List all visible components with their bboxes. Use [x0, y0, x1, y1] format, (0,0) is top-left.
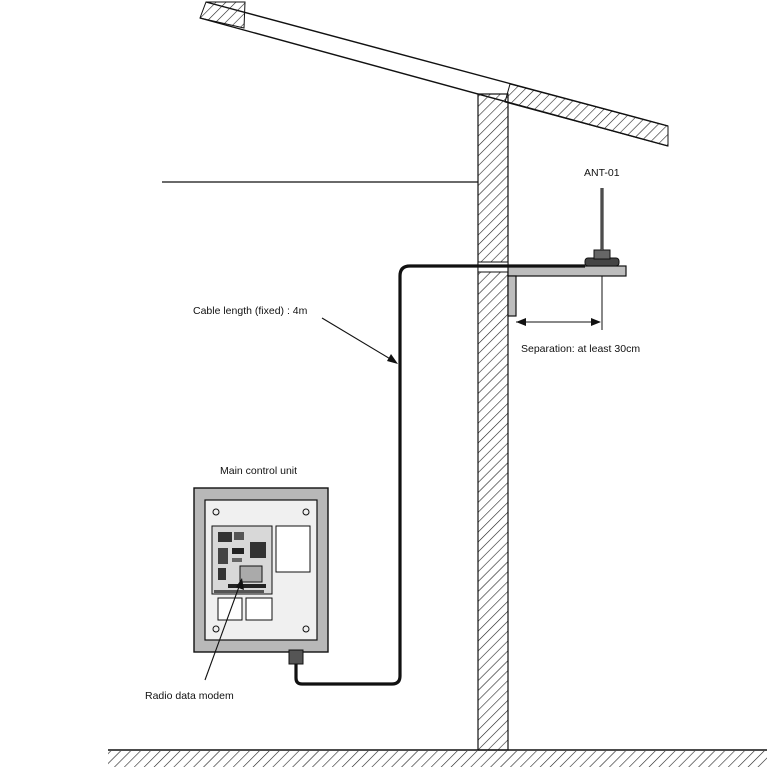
modem-label: Radio data modem [145, 690, 234, 702]
antenna-label: ANT-01 [584, 167, 620, 179]
radio-data-modem [239, 565, 263, 583]
main-control-unit [193, 487, 329, 665]
antenna-ant-01 [584, 188, 620, 267]
separation-dimension [516, 276, 603, 330]
roof [199, 1, 669, 147]
wall-pillar [477, 93, 509, 751]
cable-length-label: Cable length (fixed) : 4m [193, 305, 308, 317]
cable-gland [288, 649, 304, 665]
separation-label: Separation: at least 30cm [521, 343, 640, 355]
ground [108, 749, 767, 767]
modem-pointer [204, 578, 244, 681]
main-unit-label: Main control unit [220, 465, 297, 477]
antenna-bracket [507, 265, 627, 317]
cable-length-pointer [321, 317, 398, 364]
antenna-cable [294, 264, 585, 686]
